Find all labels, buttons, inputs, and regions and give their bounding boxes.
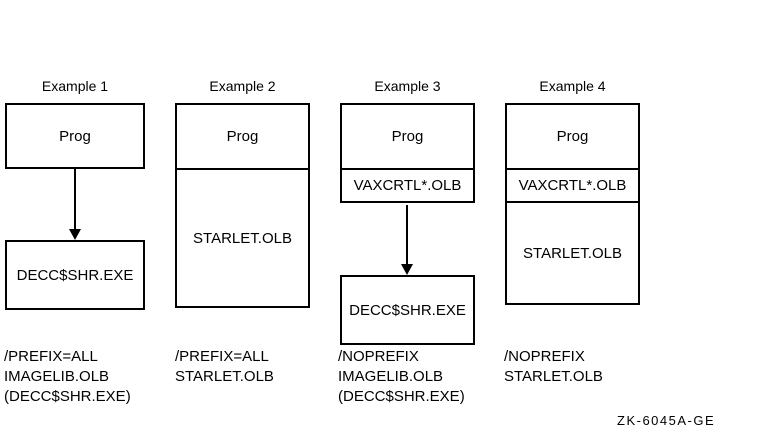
example-4-vaxcrtl-box: VAXCRTL*.OLB (507, 168, 638, 201)
example-4-label: Example 4 (539, 78, 606, 94)
caption-line: /NOPREFIX (338, 348, 419, 365)
example-3-caption: /NOPREFIX IMAGELIB.OLB (DECC$SHR.EXE) (338, 347, 465, 407)
caption-line: IMAGELIB.OLB (338, 368, 444, 385)
caption-line: (DECC$SHR.EXE) (338, 388, 465, 405)
caption-line: IMAGELIB.OLB (4, 368, 110, 385)
example-4-prog-text: Prog (556, 128, 589, 145)
example-3-vaxcrtl-box: VAXCRTL*.OLB (342, 168, 473, 201)
example-3-prog-box: Prog (342, 105, 473, 168)
example-2-prog-box: Prog (177, 105, 308, 168)
example-2-starlet-text: STARLET.OLB (193, 229, 292, 247)
caption-line: /PREFIX=ALL (175, 348, 269, 365)
example-1-prog-box: Prog (5, 103, 145, 169)
example-4-starlet-box: STARLET.OLB (507, 201, 638, 303)
example-3-shared-image-text: DECC$SHR.EXE (349, 301, 466, 319)
example-4-prog-box: Prog (507, 105, 638, 168)
caption-line: /NOPREFIX (504, 348, 585, 365)
example-3-arrow-line (406, 205, 408, 265)
caption-line: /PREFIX=ALL (4, 348, 98, 365)
example-3-shared-image-box: DECC$SHR.EXE (340, 275, 475, 345)
example-1-arrowhead-icon (69, 229, 81, 240)
example-2-stack: Prog STARLET.OLB (175, 103, 310, 308)
example-4-starlet-text: STARLET.OLB (523, 244, 622, 262)
example-2-prog-text: Prog (226, 128, 259, 145)
example-3-vaxcrtl-text: VAXCRTL*.OLB (353, 177, 462, 194)
example-2-starlet-box: STARLET.OLB (177, 168, 308, 306)
example-2-caption: /PREFIX=ALL STARLET.OLB (175, 347, 274, 387)
example-3-prog-text: Prog (391, 128, 424, 145)
example-4-stack: Prog VAXCRTL*.OLB STARLET.OLB (505, 103, 640, 305)
example-3-stack: Prog VAXCRTL*.OLB (340, 103, 475, 203)
caption-line: STARLET.OLB (175, 368, 274, 385)
caption-line: (DECC$SHR.EXE) (4, 388, 131, 405)
example-1-shared-image-box: DECC$SHR.EXE (5, 240, 145, 310)
example-3-label: Example 3 (374, 78, 441, 94)
example-3-arrowhead-icon (401, 264, 413, 275)
example-1-arrow-line (74, 169, 76, 230)
example-1-shared-image-text: DECC$SHR.EXE (16, 266, 134, 284)
example-1-prog-text: Prog (59, 127, 91, 145)
example-4-vaxcrtl-text: VAXCRTL*.OLB (518, 177, 627, 194)
example-4-caption: /NOPREFIX STARLET.OLB (504, 347, 603, 387)
figure-id: ZK-6045A-GE (617, 413, 716, 428)
example-1-label: Example 1 (41, 78, 109, 94)
caption-line: STARLET.OLB (504, 368, 603, 385)
example-1-caption: /PREFIX=ALL IMAGELIB.OLB (DECC$SHR.EXE) (4, 347, 131, 407)
example-2-label: Example 2 (209, 78, 276, 94)
